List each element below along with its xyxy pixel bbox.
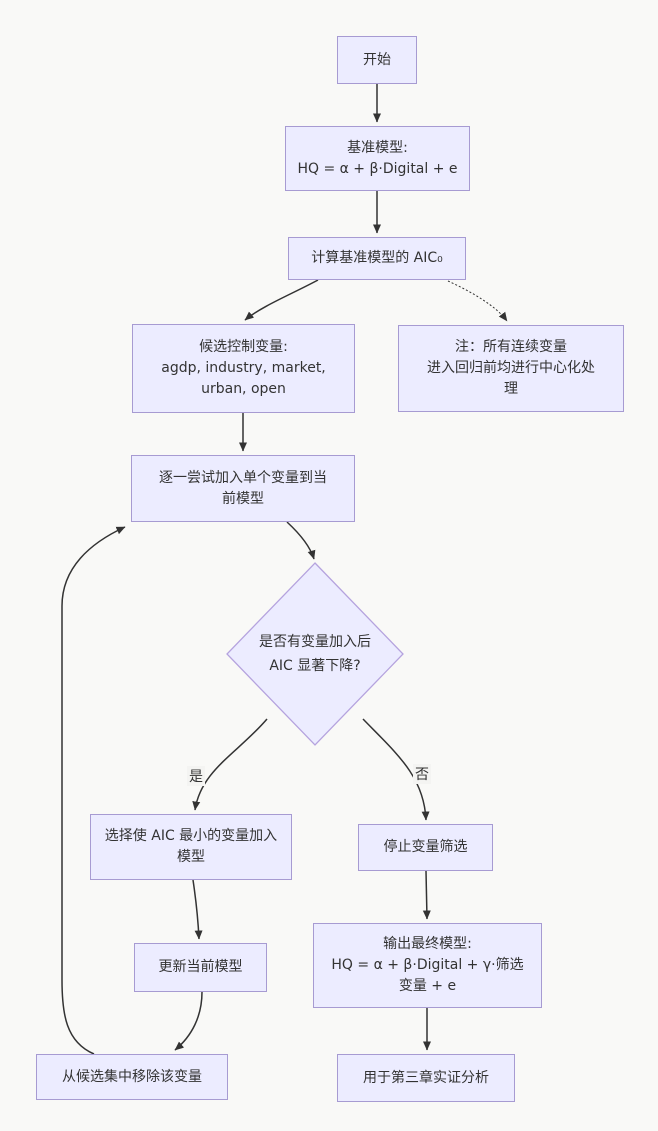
edge-stop-to-output: [422, 870, 431, 920]
edge-remove-loop-to-try: [61, 526, 126, 1055]
edge-update-to-remove: [174, 991, 203, 1051]
node-update-model: 更新当前模型: [134, 943, 267, 992]
edge-aic-to-candidates: [244, 279, 319, 321]
edge-decision-yes-to-select: [192, 718, 268, 811]
node-centering-note: 注：所有连续变量 进入回归前均进行中心化处 理: [398, 325, 624, 412]
edge-try-to-decision: [286, 521, 316, 560]
edge-label-no: 否: [413, 764, 431, 784]
edge-aic-to-note-dotted: [447, 280, 508, 322]
node-candidate-controls: 候选控制变量: agdp, industry, market, urban, o…: [132, 324, 355, 413]
node-remove-from-candidates: 从候选集中移除该变量: [36, 1054, 228, 1100]
edge-select-to-update: [192, 879, 203, 940]
node-chapter3-analysis: 用于第三章实证分析: [337, 1054, 515, 1102]
node-decision-aic-drop: 是否有变量加入后 AIC 显著下降?: [259, 634, 371, 674]
edge-decision-no-to-stop: [362, 718, 430, 821]
node-output-final-model: 输出最终模型: HQ = α + β·Digital + γ·筛选 变量 + e: [313, 923, 542, 1008]
node-baseline-model: 基准模型: HQ = α + β·Digital + e: [285, 126, 470, 191]
node-stop-screening: 停止变量筛选: [358, 824, 493, 871]
node-start: 开始: [337, 36, 417, 84]
edge-label-yes: 是: [187, 766, 205, 786]
node-select-min-aic: 选择使 AIC 最小的变量加入 模型: [90, 814, 292, 880]
node-compute-aic0: 计算基准模型的 AIC₀: [288, 237, 466, 280]
decision-diamond-shape: [226, 562, 404, 746]
node-try-add-variable: 逐一尝试加入单个变量到当 前模型: [131, 455, 355, 522]
